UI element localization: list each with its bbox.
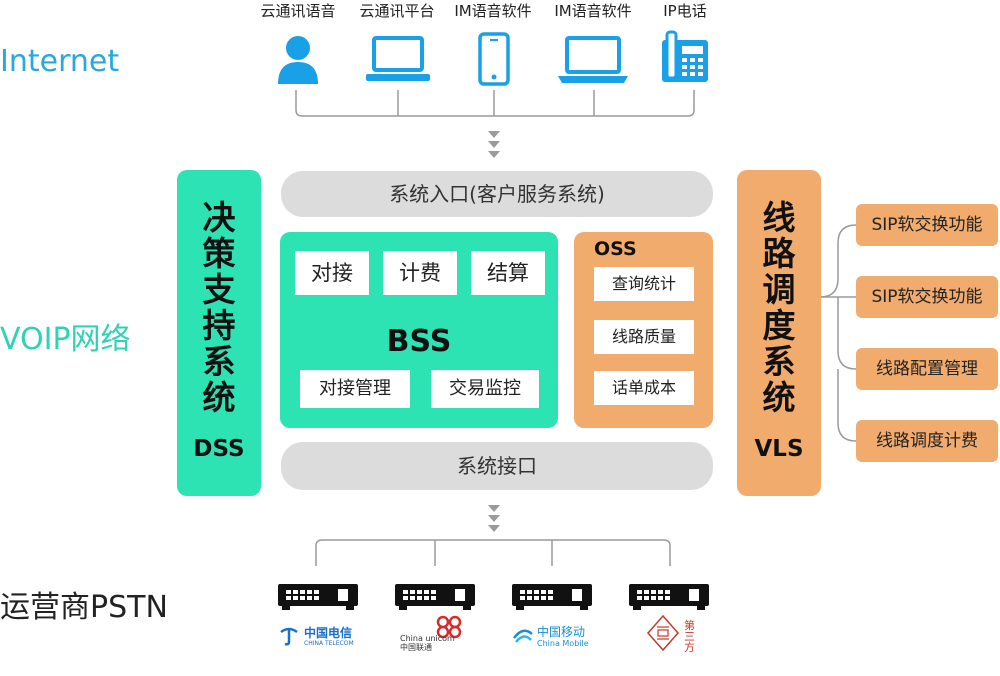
desk-phone-icon [662,30,708,82]
carrier-sub-mobile: China Mobile [537,639,589,648]
vls-panel: 线路调度系统 VLS [737,170,821,496]
carrier-name-telecom: 中国电信 [304,626,353,640]
oss-item-cdr-cost: 话单成本 [594,371,694,405]
device-label-1: 云通讯语音 [260,2,336,20]
gateway-icon [629,584,709,610]
down-arrow-icon [488,141,500,148]
bss-item-docking-management: 对接管理 [300,370,410,408]
system-interface-bar: 系统接口 [281,442,713,490]
laptop-icon [558,36,628,83]
down-arrow-icon [488,151,500,158]
china-telecom-logo: 中国电信 CHINA TELECOM [278,622,364,652]
gateway-icon [395,584,475,610]
unicom-knot-icon [436,615,462,639]
gateway-icon [512,584,592,610]
side-item-line-config: 线路配置管理 [856,348,998,390]
bss-item-docking: 对接 [295,251,369,295]
down-arrow-icon [488,131,500,138]
carrier-name-mobile: 中国移动 [537,625,586,639]
system-entry-bar: 系统入口(客户服务系统) [281,171,713,217]
device-label-5: IP电话 [663,2,707,20]
oss-panel: OSS 查询统计 线路质量 话单成本 [574,232,713,428]
oss-item-line-quality: 线路质量 [594,320,694,354]
vls-title: 线路调度系统 [762,198,796,417]
dss-title: 决策支持系统 [202,198,236,417]
laptop-icon [366,36,430,81]
smartphone-icon [478,32,510,86]
oss-label: OSS [594,238,637,260]
down-arrow-icon [488,525,500,532]
bss-item-settlement: 结算 [471,251,545,295]
china-unicom-logo: China unicom中国联通 [400,614,470,652]
side-item-sip-switch-2: SIP软交换功能 [856,276,998,318]
gateway-icon [278,584,358,610]
third-party-logo: 第三方 [644,614,710,654]
bss-label: BSS [386,324,452,359]
oss-item-query-statistics: 查询统计 [594,267,694,301]
carrier-name-third: 第三方 [684,619,695,654]
device-label-4: IM语音软件 [554,2,632,20]
side-item-sip-switch-1: SIP软交换功能 [856,204,998,246]
side-item-line-dispatch-billing: 线路调度计费 [856,420,998,462]
voip-layer-label: VOIP网络 [0,322,131,357]
down-arrow-icon [488,515,500,522]
carrier-name-unicom: China unicom中国联通 [400,634,455,652]
user-icon [278,36,318,84]
bss-item-transaction-monitoring: 交易监控 [431,370,539,408]
bss-panel: 对接 计费 结算 BSS 对接管理 交易监控 [280,232,558,428]
seal-icon [646,614,680,652]
dss-panel: 决策支持系统 DSS [177,170,261,496]
down-arrow-icon [488,505,500,512]
vls-abbr: VLS [754,436,804,462]
dss-abbr: DSS [193,436,245,462]
china-mobile-logo: 中国移动 China Mobile [512,622,598,652]
pstn-layer-label: 运营商PSTN [0,590,168,625]
carrier-sub-telecom: CHINA TELECOM [304,640,354,647]
device-label-2: 云通讯平台 [359,2,435,20]
bss-item-billing: 计费 [383,251,457,295]
telecom-mark-icon [280,627,298,646]
mobile-mark-icon [513,629,533,643]
internet-layer-label: Internet [0,44,120,79]
device-label-3: IM语音软件 [454,2,532,20]
